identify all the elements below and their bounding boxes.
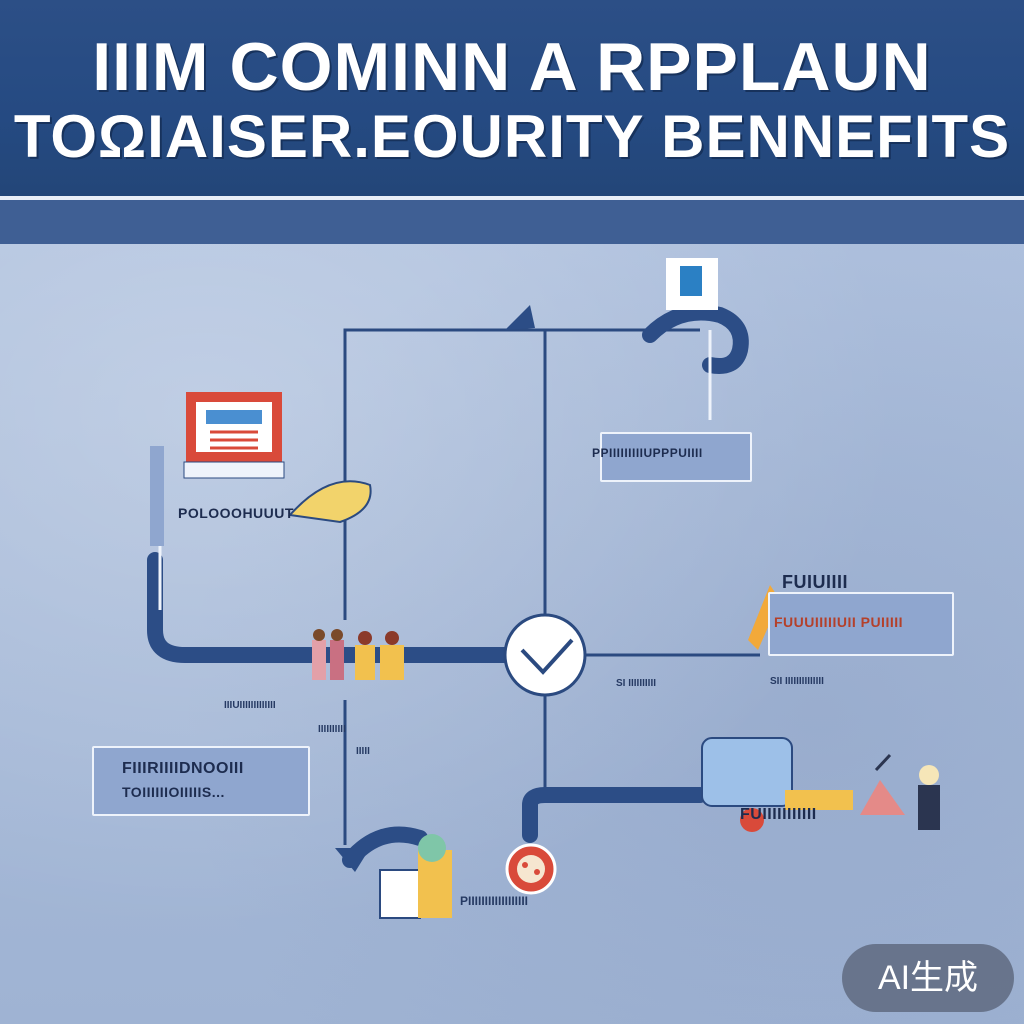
factory-illustration [701,737,940,832]
pipe-left [147,552,513,663]
connector-top [343,328,700,620]
banner-lower-band [0,200,1024,244]
bottom-left-box-line-1: FIIIRIIIIDNOOIII [122,760,244,777]
ai-generated-badge: AI生成 [842,944,1014,1012]
bookmark-icon [666,258,718,310]
bottom-right-label: FUIIIIIIIIIII [740,806,817,823]
right-low-sub: SII IIIIIIIIIIIIII [770,676,824,687]
center-caption-3: IIIII [356,746,370,757]
center-check-node [503,613,587,697]
arrow-head-left-lower [335,848,370,872]
title-line-2: TOΩIAISER.EOURITY BENNEFITS [13,103,1011,170]
bottom-left-box-line-2: TOIIIIIIOIIIIIS... [122,784,225,800]
pipe-bottom-center [522,787,708,843]
right-mid-sub: SI IIIIIIIIII [616,678,657,689]
people-group-icon [312,629,404,680]
arrow-head-top [505,305,535,330]
flow-pipes [147,304,749,868]
top-right-label-box [600,432,752,482]
coin-icon [505,843,557,895]
title-line-1: IIIM COMINN A RPPLAUN [92,29,932,105]
bottom-caption: PIIIIIIIIIIIIIIIIII [460,894,529,908]
store-icon [183,392,285,479]
top-right-label: PPIIIIIIIIIUPPPUIIII [592,446,703,460]
pipe-highlights [158,330,712,610]
center-caption-2: IIIIIIIIII [318,724,346,735]
pipe-top-right [642,304,749,374]
title-banner [0,0,1024,196]
right-mid-title: FUIUIIII [782,572,848,592]
right-mid-box-label: FUUUIIIIIUII PUIIIII [774,614,904,630]
bottom-left-label-box [92,746,310,816]
right-mid-label-box [768,592,954,656]
scoop-icon [288,480,372,524]
character-icon [379,834,452,919]
banner-divider [0,196,1024,200]
center-caption-1: IIIUIIIIIIIIIIIII [224,700,276,711]
left-vertical-label [150,446,164,546]
connector-lines [343,328,760,845]
left-mid-label: POLOOOHUUUT [178,505,294,521]
